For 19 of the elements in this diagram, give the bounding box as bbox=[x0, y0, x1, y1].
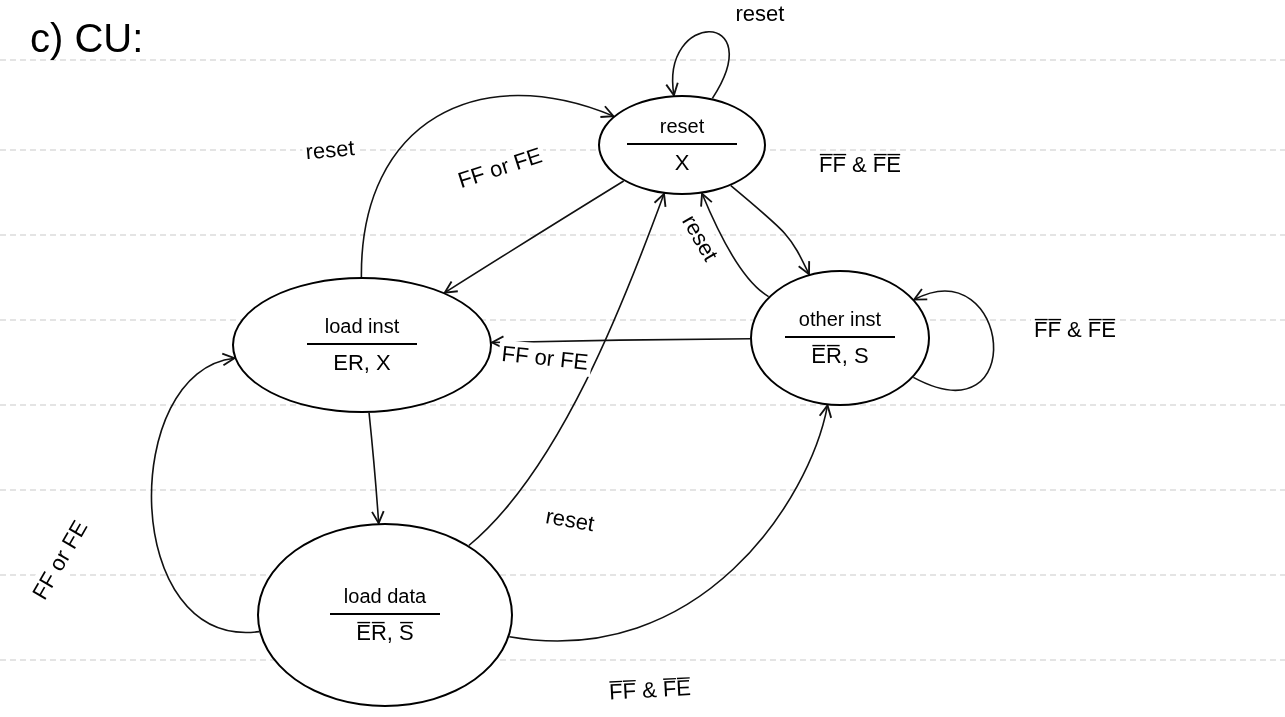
arrow bbox=[360, 94, 615, 278]
state-output: E̅R̅, S̅ bbox=[356, 618, 414, 647]
arrow bbox=[150, 355, 260, 633]
arrow bbox=[700, 192, 770, 298]
state-output: ER, X bbox=[333, 348, 391, 377]
arrow bbox=[912, 289, 995, 391]
arrow bbox=[443, 180, 625, 294]
arrow bbox=[368, 412, 385, 525]
state-output: E̅R̅, S bbox=[811, 341, 869, 370]
state-name: reset bbox=[659, 113, 705, 139]
arrow bbox=[491, 335, 751, 349]
state-name: load inst bbox=[324, 313, 400, 339]
arrow bbox=[730, 184, 811, 276]
title: c) CU: bbox=[30, 18, 144, 58]
state-name: load data bbox=[343, 583, 427, 609]
state-output: X bbox=[674, 148, 690, 177]
edge-label: FF or FE bbox=[497, 339, 593, 377]
state-name: other inst bbox=[798, 306, 882, 332]
arrow bbox=[468, 192, 667, 547]
